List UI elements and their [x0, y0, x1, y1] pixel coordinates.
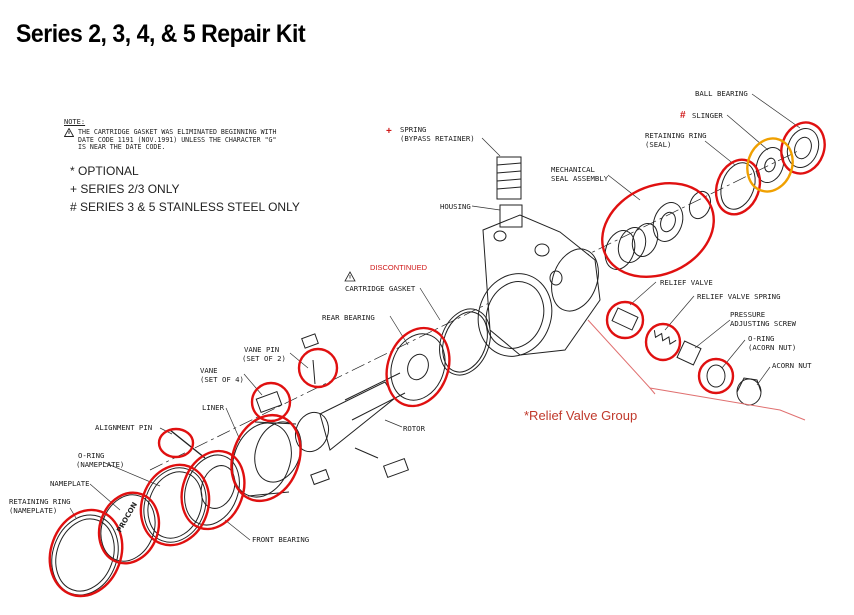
highlight-nameplate [97, 491, 161, 565]
label-relief-valve-group: *Relief Valve Group [524, 408, 637, 423]
label-rear-bearing: REAR BEARING [322, 313, 375, 322]
label-oring-acorn-2: (ACORN NUT) [748, 343, 796, 352]
highlight-oring-nameplate [139, 463, 211, 547]
label-spring-2: (BYPASS RETAINER) [400, 134, 475, 143]
label-retaining-ring-seal-2: (SEAL) [645, 140, 671, 149]
relief-valve-group-bracket [587, 319, 806, 421]
label-spring-1: SPRING [400, 125, 426, 134]
label-vane-1: VANE [200, 366, 218, 375]
cartridge-warning-icon [344, 271, 356, 282]
legend-optional: * OPTIONAL [70, 164, 139, 178]
label-housing: HOUSING [440, 202, 471, 211]
label-vane-2: (SET OF 4) [200, 375, 244, 384]
highlight-vane [250, 381, 292, 423]
label-pressure-1: PRESSURE [730, 310, 765, 319]
label-relief-valve-spring: RELIEF VALVE SPRING [697, 292, 780, 301]
label-front-bearing: FRONT BEARING [252, 535, 309, 544]
label-mechanical-seal-1: MECHANICAL [551, 165, 596, 174]
label-oring-acorn-1: O-RING [748, 334, 774, 343]
label-nameplate: NAMEPLATE [50, 479, 90, 488]
highlight-circles [48, 121, 826, 598]
label-mechanical-seal-2: SEAL ASSEMBLY [551, 174, 609, 183]
label-liner: LINER [202, 403, 225, 412]
highlight-slinger [746, 137, 794, 193]
leader-lines [69, 93, 801, 541]
label-ball-bearing: BALL BEARING [695, 89, 748, 98]
label-slinger-mark: # [680, 110, 686, 121]
highlight-alignment-pin [157, 427, 195, 459]
legend-series-3-5: # SERIES 3 & 5 STAINLESS STEEL ONLY [70, 200, 300, 214]
note-heading: NOTE: [64, 118, 86, 126]
label-spring-mark: + [386, 126, 392, 137]
label-oring-nameplate-1: O-RING [78, 451, 104, 460]
label-acorn-nut: ACORN NUT [772, 361, 812, 370]
label-discontinued: DISCONTINUED [370, 263, 428, 272]
highlight-relief-valve [605, 300, 645, 340]
legend-series-2-3: + SERIES 2/3 ONLY [70, 182, 180, 196]
label-retaining-ring-seal-1: RETAINING RING [645, 131, 707, 140]
highlight-relief-valve-spring [644, 322, 682, 362]
page-title: Series 2, 3, 4, & 5 Repair Kit [16, 20, 306, 48]
pump-line-art [51, 128, 820, 596]
highlight-liner [230, 413, 302, 503]
label-retaining-ring-nameplate-1: RETAINING RING [9, 497, 71, 506]
note-text: THE CARTRIDGE GASKET WAS ELIMINATED BEGI… [78, 128, 277, 152]
highlight-oring-acorn [697, 357, 735, 395]
warning-triangle-icon [64, 128, 74, 137]
part-labels: BALL BEARING # SLINGER RETAINING RING (S… [9, 89, 812, 544]
label-vane-pin-2: (SET OF 2) [242, 354, 286, 363]
highlight-ball-bearing [780, 121, 826, 175]
highlight-vane-pin [297, 347, 339, 389]
highlight-mechanical-seal [601, 181, 715, 279]
label-relief-valve: RELIEF VALVE [660, 278, 713, 287]
nameplate-brand: PROCON [115, 501, 139, 534]
highlight-rear-bearing [385, 326, 451, 408]
highlight-retaining-ring-nameplate [48, 508, 124, 598]
label-alignment-pin: ALIGNMENT PIN [95, 423, 152, 432]
label-vane-pin-1: VANE PIN [244, 345, 279, 354]
label-slinger: SLINGER [692, 111, 723, 120]
label-retaining-ring-nameplate-2: (NAMEPLATE) [9, 506, 57, 515]
label-oring-nameplate-2: (NAMEPLATE) [76, 460, 124, 469]
highlight-front-bearing [180, 449, 246, 531]
label-rotor: ROTOR [403, 424, 426, 433]
label-cartridge-gasket: CARTRIDGE GASKET [345, 284, 416, 293]
label-pressure-2: ADJUSTING SCREW [730, 319, 797, 328]
